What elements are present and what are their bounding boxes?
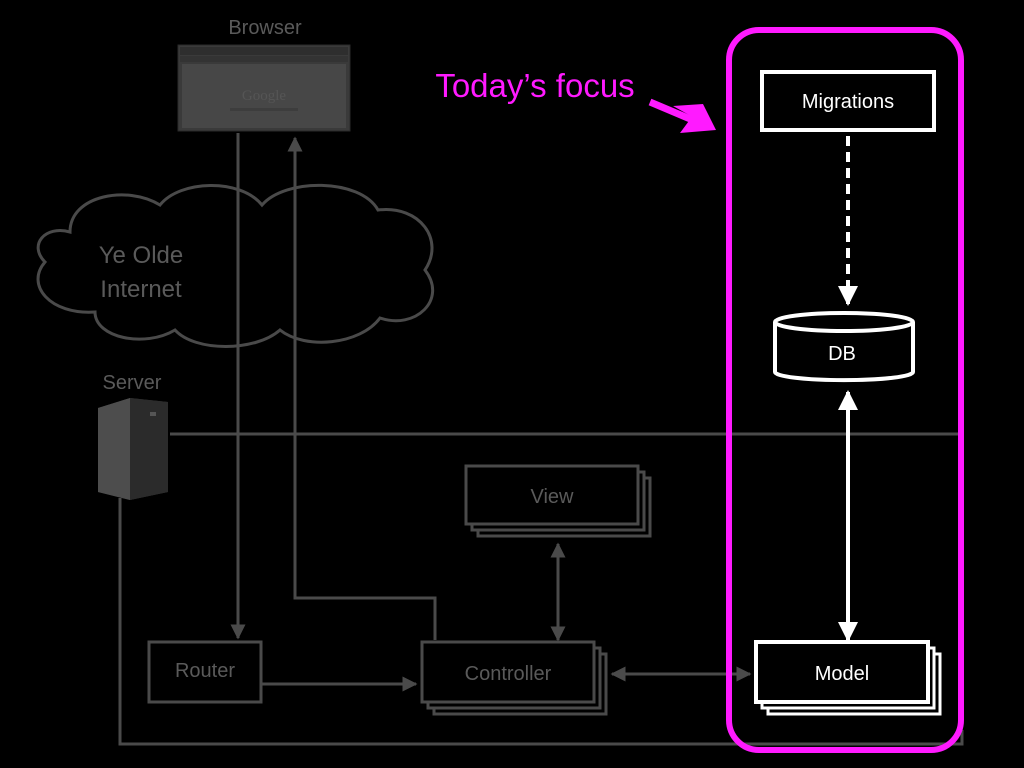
migrations-label: Migrations <box>802 91 894 113</box>
focus-highlight-frame <box>726 27 964 753</box>
cloud-label-line1: Ye Olde <box>99 242 184 269</box>
browser-window: Google <box>177 44 351 132</box>
response-arrow <box>287 136 437 640</box>
view-box: View <box>464 464 652 538</box>
controller-box: Controller <box>420 640 608 716</box>
model-box: Model <box>754 640 942 716</box>
server-label: Server <box>103 372 162 394</box>
db-cylinder: DB <box>773 311 915 383</box>
server-boundary-bottom <box>118 498 964 746</box>
migrations-box: Migrations <box>760 70 936 132</box>
view-label: View <box>531 486 575 508</box>
internet-cloud <box>36 183 434 348</box>
browser-label: Browser <box>228 17 302 39</box>
server-icon <box>98 398 168 500</box>
controller-label: Controller <box>465 663 552 685</box>
db-label: DB <box>828 343 856 365</box>
model-label: Model <box>815 663 869 685</box>
browser-logo: Google <box>242 88 287 104</box>
router-box: Router <box>147 640 263 704</box>
focus-callout-text: Today’s focus <box>435 67 634 104</box>
focus-callout-arrow <box>648 98 716 133</box>
cloud-label-line2: Internet <box>100 276 182 303</box>
router-label: Router <box>175 660 235 682</box>
